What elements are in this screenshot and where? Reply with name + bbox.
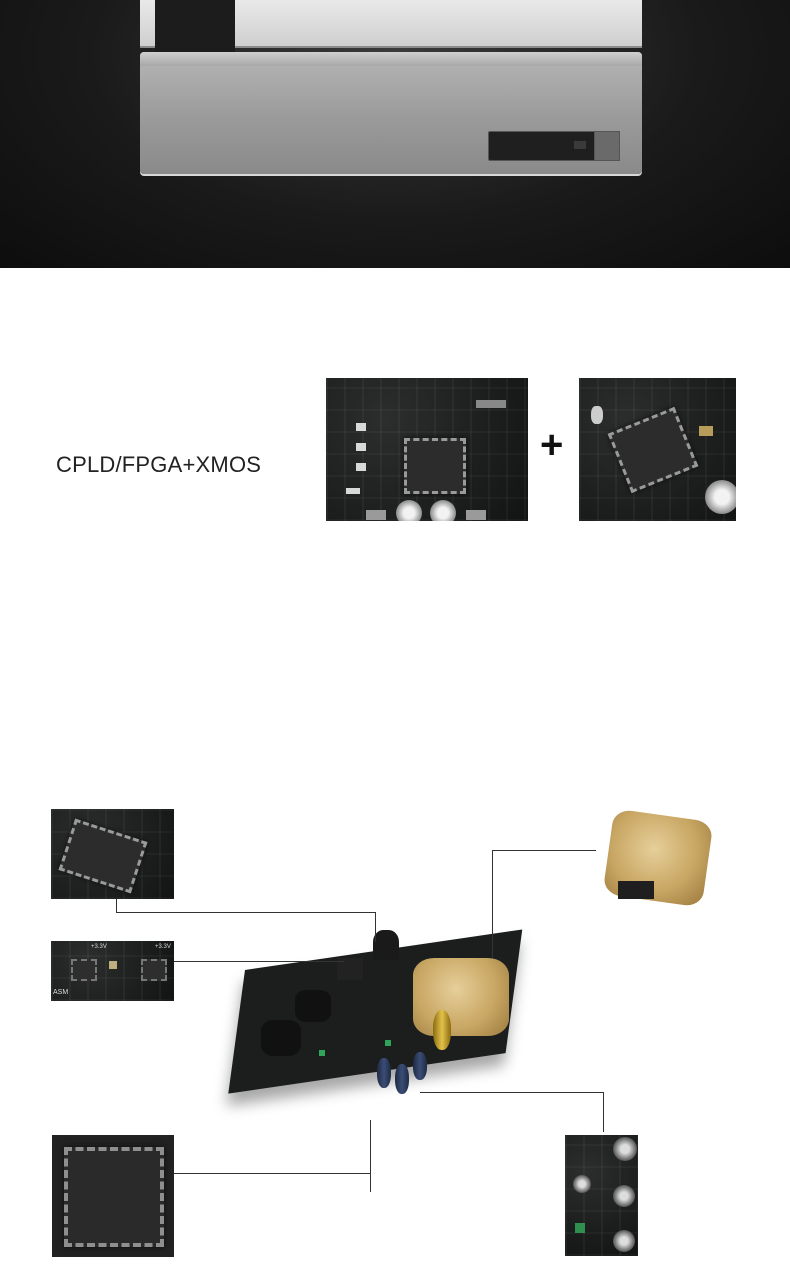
regulator-closeup: +3.3V +3.3V ASM — [51, 941, 174, 1001]
callout-line — [603, 1092, 604, 1132]
callout-line — [375, 912, 376, 942]
hero-device-photo — [0, 0, 790, 268]
callout-line — [370, 1120, 371, 1192]
callout-line — [116, 899, 117, 912]
xmos-chip-photo — [579, 378, 736, 521]
callout-line — [492, 850, 493, 958]
qfp-chip-closeup — [51, 809, 174, 899]
callout-line — [174, 1173, 370, 1174]
lower-chassis-top-edge — [140, 52, 642, 66]
display-indicator — [574, 141, 586, 149]
board-code-label: ASM — [53, 989, 69, 996]
callout-line — [492, 850, 596, 851]
front-button — [594, 131, 620, 161]
capacitor-closeup — [565, 1135, 638, 1256]
large-qfp-chip-closeup — [52, 1135, 174, 1257]
rail-label-b: +3.3V — [155, 944, 171, 950]
rail-label-a: +3.3V — [91, 944, 107, 950]
callout-line — [420, 1092, 604, 1093]
callout-line — [116, 912, 376, 913]
main-circuit-board-photo — [228, 929, 535, 1130]
cpld-fpga-chip-photo — [326, 378, 528, 521]
processor-label: CPLD/FPGA+XMOS — [56, 452, 262, 477]
callout-line — [174, 961, 344, 962]
plus-sign: + — [540, 423, 564, 467]
transformer-closeup — [600, 808, 715, 908]
